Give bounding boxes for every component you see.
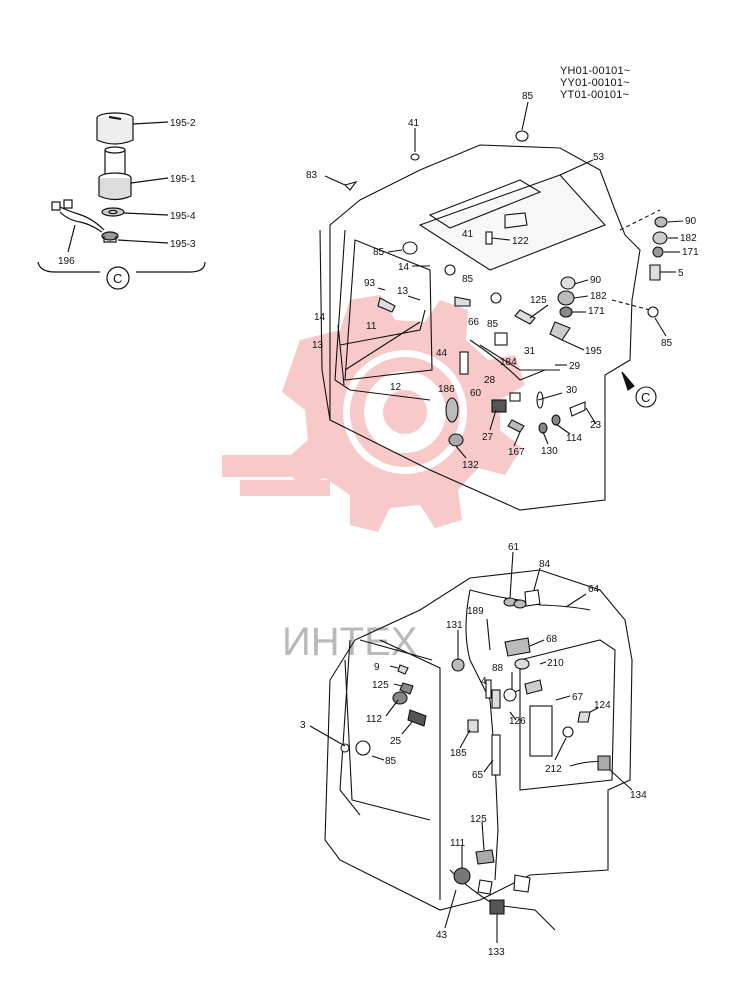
detail-view-letter: C — [113, 271, 122, 286]
label-125-a: 125 — [530, 295, 547, 306]
label-85-a: 85 — [522, 91, 534, 102]
label-83: 83 — [306, 170, 318, 181]
label-93: 93 — [364, 278, 376, 289]
label-212: 212 — [545, 764, 562, 775]
label-9: 9 — [374, 662, 380, 673]
label-30: 30 — [566, 385, 578, 396]
label-182-b: 182 — [590, 291, 607, 302]
bottom-cab-assembly — [309, 551, 633, 943]
label-61: 61 — [508, 542, 520, 553]
label-90-a: 90 — [685, 216, 697, 227]
label-29: 29 — [569, 361, 581, 372]
label-196: 196 — [58, 256, 75, 267]
label-182-a: 182 — [680, 233, 697, 244]
label-28: 28 — [484, 375, 496, 386]
part-195-3-shape — [51, 199, 119, 243]
label-13-b: 13 — [312, 340, 324, 351]
label-130: 130 — [541, 446, 558, 457]
label-85-f: 85 — [385, 756, 397, 767]
label-124: 124 — [594, 700, 611, 711]
label-195-2: 195-2 — [170, 118, 196, 129]
label-5: 5 — [678, 268, 684, 279]
label-14-a: 14 — [398, 262, 410, 273]
label-85-e: 85 — [661, 338, 673, 349]
label-4: 4 — [481, 676, 487, 687]
label-90-b: 90 — [590, 275, 602, 286]
label-23: 23 — [590, 420, 602, 431]
label-210: 210 — [547, 658, 564, 669]
label-27: 27 — [482, 432, 494, 443]
label-189: 189 — [467, 606, 484, 617]
label-65: 65 — [472, 770, 484, 781]
label-67: 67 — [572, 692, 584, 703]
label-60: 60 — [470, 388, 482, 399]
label-114: 114 — [566, 433, 582, 444]
label-25: 25 — [390, 736, 402, 747]
serial-line-3: YT01-00101~ — [560, 89, 630, 101]
label-44: 44 — [436, 348, 448, 359]
label-131: 131 — [446, 620, 463, 631]
label-195-3: 195-3 — [170, 239, 196, 250]
label-186: 186 — [438, 384, 455, 395]
label-125-c: 125 — [470, 814, 487, 825]
label-85-c: 85 — [462, 274, 474, 285]
label-53: 53 — [593, 152, 605, 163]
top-assembly-labels: 85 41 83 53 90 182 171 5 41 122 85 14 93… — [306, 91, 699, 471]
view-arrow-letter: C — [641, 390, 650, 405]
label-31: 31 — [524, 346, 536, 357]
part-195-4-shape — [101, 207, 125, 217]
label-122: 122 — [512, 236, 529, 247]
part-195-2-shape — [96, 112, 134, 145]
label-184: 184 — [500, 357, 517, 368]
label-13-a: 13 — [397, 286, 409, 297]
label-66: 66 — [468, 317, 480, 328]
serial-line-2: YY01-00101~ — [560, 77, 630, 89]
label-11: 11 — [366, 321, 377, 332]
label-195-1: 195-1 — [170, 174, 196, 185]
detail-view-c — [37, 112, 206, 290]
label-171-a: 171 — [682, 247, 699, 258]
bottom-assembly-labels: 61 84 64 189 131 68 9 125 4 88 210 112 6… — [300, 542, 647, 958]
label-3: 3 — [300, 720, 306, 731]
label-171-b: 171 — [588, 306, 605, 317]
label-167: 167 — [508, 447, 525, 458]
label-43: 43 — [436, 930, 448, 941]
label-126: 126 — [509, 716, 526, 727]
label-64: 64 — [588, 584, 600, 595]
label-132: 132 — [462, 460, 479, 471]
label-134: 134 — [630, 790, 647, 801]
label-14-b: 14 — [314, 312, 326, 323]
label-195-4: 195-4 — [170, 211, 196, 222]
label-195: 195 — [585, 346, 602, 357]
label-68: 68 — [546, 634, 558, 645]
label-185: 185 — [450, 748, 467, 759]
serial-line-1: YH01-00101~ — [560, 65, 631, 77]
label-41-a: 41 — [408, 118, 420, 129]
part-195-1-shape — [98, 146, 132, 201]
label-84: 84 — [539, 559, 551, 570]
label-85-b: 85 — [373, 247, 385, 258]
label-125-b: 125 — [372, 680, 389, 691]
label-41-b: 41 — [462, 229, 474, 240]
label-133: 133 — [488, 947, 505, 958]
label-111: 111 — [450, 838, 466, 849]
label-112: 112 — [366, 714, 382, 725]
label-12: 12 — [390, 382, 402, 393]
top-cab-assembly — [319, 101, 684, 511]
label-85-d: 85 — [487, 319, 499, 330]
label-88: 88 — [492, 663, 504, 674]
